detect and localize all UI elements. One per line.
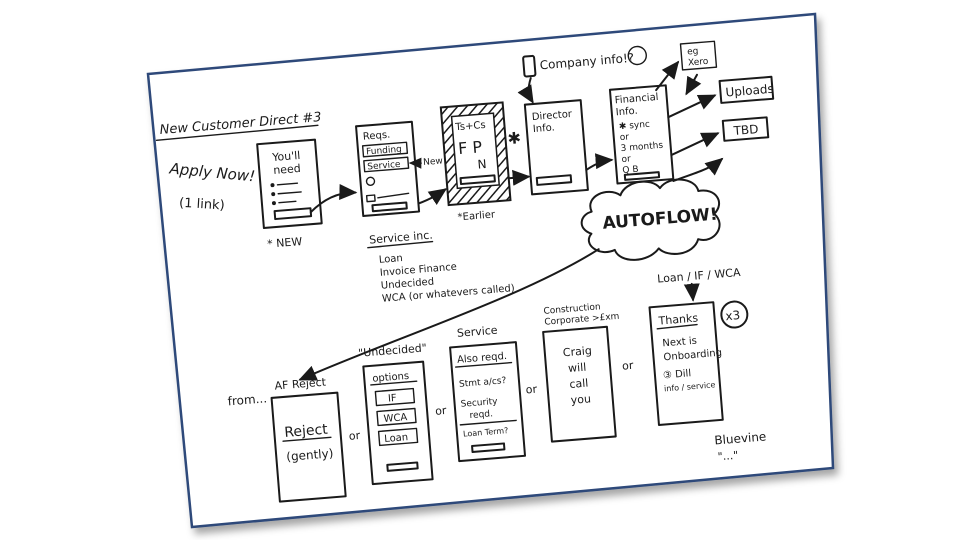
new-arrow-note: New [423,156,443,168]
next-line1: Next is [662,336,697,350]
earlier-note: *Earlier [457,209,496,223]
financial-option-3months: 3 months [620,141,663,154]
reject-text: Reject [284,422,329,441]
bluevine-label: Bluevine [714,429,767,447]
option-if: IF [388,393,398,405]
option-wca: WCA [383,412,408,425]
service-inc-label: Service inc. [369,229,434,247]
tscs-fp: F P [457,137,483,158]
service-inc-item-loan: Loan [378,253,403,266]
screen-terms: Ts+Cs F P N *Earlier [439,101,512,223]
asterisk-mark: ✱ [507,128,522,148]
security-reqd-line1: Security [460,397,498,410]
screen-director-info: Director Info. [523,99,589,196]
next-line2: Onboarding [663,348,722,364]
reqs-title: Reqs. [363,130,391,143]
stmt-acs: Stmt a/cs? [459,376,507,390]
youll-need-line2: need [273,162,301,177]
uploads-box: Uploads [725,82,774,100]
tscs-title: Ts+Cs [454,120,486,133]
undecided-label: "Undecided" [358,341,428,359]
x3-label: x3 [725,308,741,323]
financial-option-or1: or [619,132,629,143]
tscs-n: N [477,157,487,172]
funding-box: Funding [366,145,402,158]
or-1: or [348,429,361,443]
director-info-line2: Info. [532,122,555,135]
from-label: from... [227,391,267,408]
or-4: or [622,359,635,373]
service-box: Service [367,160,401,173]
craig-line3: call [569,377,589,391]
financial-option-sync: ✱ sync [619,120,651,132]
screen-service: Service Also reqd. Stmt a/cs? Security r… [449,324,527,463]
craig-line4: you [570,392,591,407]
screen-construction: Construction Corporate >£xm Craig will c… [542,302,620,443]
screen-af-reject: AF Reject Reject (gently) [270,375,347,503]
also-reqd: Also reqd. [457,351,508,366]
service-label: Service [456,324,498,340]
loan-term: Loan Term? [463,426,509,439]
bluevine-sub: "..." [717,449,739,464]
craig-line2: will [568,361,587,375]
new-note: * NEW [267,235,303,251]
financial-info-line1: Financial [614,92,659,106]
paper-sheet [146,12,835,529]
eg-xero-line2: Xero [688,57,710,69]
af-reject-label: AF Reject [274,375,327,392]
financial-info-line2: Info. [615,106,638,119]
bluevine-note: Bluevine "..." [714,429,767,464]
gently-text: (gently) [286,446,334,464]
financial-option-or2: or [621,154,631,165]
screen-financial-info: Financial Info. ✱ sync or 3 months or Q … [608,84,675,185]
screen-undecided: "Undecided" options IF WCA Loan [358,341,434,486]
security-reqd-line2: reqd. [469,409,493,421]
or-3: or [525,383,538,397]
financial-option-qb: Q B [622,165,639,176]
eg-xero-line1: eg [687,47,699,58]
service-inc-item-undecided: Undecided [381,277,435,292]
dill-line2: info / service [664,380,716,393]
youll-need-line1: You'll [271,149,301,164]
options-title: options [372,371,410,385]
screen-reqs: Reqs. Funding Service New Service inc. L… [355,120,515,305]
tbd-box: TBD [732,122,759,138]
or-2: or [435,404,448,418]
sketch-content: New Customer Direct #3 Apply Now! (1 lin… [155,40,774,503]
one-link-label: (1 link) [179,196,225,214]
thanks-title: Thanks [657,311,699,327]
director-info-line1: Director [531,109,573,123]
financial-side-boxes: eg Xero Uploads TBD [655,40,774,157]
screen-thanks: Loan / IF / WCA Thanks Next is Onboardin… [648,266,749,426]
construction-label-line1: Construction [543,302,601,317]
craig-line1: Craig [562,344,592,359]
dill-line1: ③ Dill [663,368,692,381]
option-loan: Loan [384,432,409,445]
